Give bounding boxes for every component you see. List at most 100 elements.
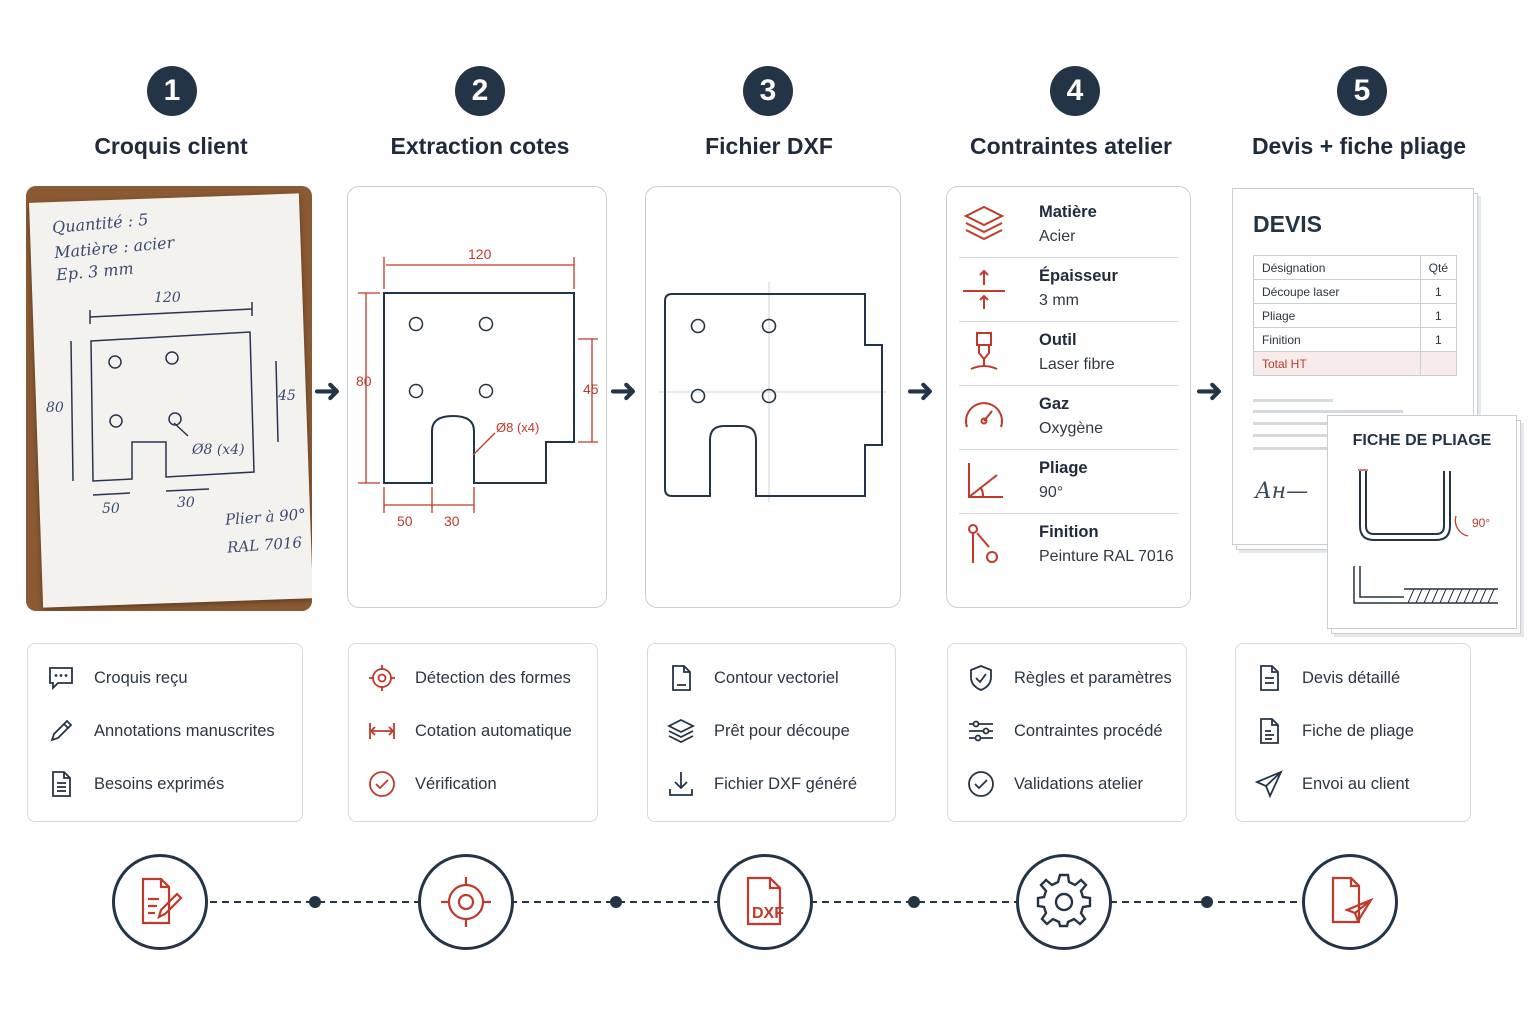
extraction-hole-note: Ø8 (x4) bbox=[496, 420, 540, 435]
feature-label: Détection des formes bbox=[415, 668, 571, 687]
features-card-4: Règles et paramètres Contraintes procédé… bbox=[947, 643, 1187, 822]
constraint-bending: Pliage 90° bbox=[959, 449, 1178, 511]
sketch-dim-45: 45 bbox=[278, 388, 296, 404]
check-circle-icon bbox=[369, 771, 395, 797]
sketch-drawing bbox=[70, 302, 279, 496]
feature-item: Prêt pour découpe bbox=[666, 713, 850, 749]
dxf-label: DXF bbox=[752, 905, 784, 922]
sketch-dim-80: 80 bbox=[46, 400, 64, 416]
constraint-value: Oxygène bbox=[1039, 419, 1104, 437]
step-3-title: Fichier DXF bbox=[705, 133, 833, 159]
target-icon bbox=[441, 877, 491, 927]
feature-label: Devis détaillé bbox=[1302, 668, 1401, 687]
bend-angle-icon bbox=[968, 463, 1003, 498]
step-5-title: Devis + fiche pliage bbox=[1251, 133, 1467, 159]
feature-item: Validations atelier bbox=[966, 766, 1143, 802]
feature-item: Contraintes procédé bbox=[966, 713, 1163, 749]
dxf-file-icon bbox=[746, 876, 782, 926]
dimension-icon bbox=[369, 723, 395, 739]
feature-item: Croquis reçu bbox=[46, 660, 188, 696]
feature-label: Annotations manuscrites bbox=[94, 721, 275, 740]
extraction-dim-45: 45 bbox=[583, 381, 599, 397]
feature-label: Fiche de pliage bbox=[1302, 721, 1414, 740]
quote-title: DEVIS bbox=[1253, 211, 1323, 237]
feature-label: Règles et paramètres bbox=[1014, 668, 1172, 687]
layers-icon bbox=[963, 205, 1005, 241]
feature-item: Détection des formes bbox=[367, 660, 571, 696]
gear-icon bbox=[1036, 873, 1092, 928]
flow-arrow-icon: ➜ bbox=[906, 372, 935, 410]
sliders-icon bbox=[969, 720, 993, 742]
extraction-dim-120: 120 bbox=[468, 246, 492, 262]
constraint-value: 90° bbox=[1039, 483, 1064, 501]
bend-profile-drawing bbox=[1353, 469, 1498, 604]
constraint-label: Épaisseur bbox=[1039, 266, 1118, 285]
feature-label: Fichier DXF généré bbox=[714, 774, 858, 793]
timeline-extraction-node bbox=[418, 854, 514, 950]
text-line bbox=[1253, 447, 1363, 450]
timeline-constraints-node bbox=[1016, 854, 1112, 950]
pencil-icon bbox=[50, 719, 73, 742]
feature-item: Fichier DXF généré bbox=[666, 766, 857, 802]
signature: Ан— bbox=[1255, 479, 1309, 504]
feature-label: Validations atelier bbox=[1014, 774, 1144, 793]
document-icon bbox=[52, 771, 71, 797]
feature-item: Vérification bbox=[367, 766, 497, 802]
features-card-3: Contour vectoriel Prêt pour découpe Fich… bbox=[647, 643, 896, 822]
constraint-label: Pliage bbox=[1039, 458, 1088, 477]
quote-header-designation: Désignation bbox=[1253, 255, 1421, 280]
constraint-label: Matière bbox=[1039, 202, 1097, 221]
constraint-label: Gaz bbox=[1039, 394, 1070, 413]
step-2-badge: 2 bbox=[455, 66, 505, 116]
shield-check-icon bbox=[970, 665, 992, 691]
bend-sheet-title: FICHE DE PLIAGE bbox=[1352, 432, 1492, 449]
feature-label: Prêt pour découpe bbox=[714, 721, 850, 740]
layers-icon bbox=[666, 718, 696, 744]
quote-cell: Pliage bbox=[1253, 303, 1421, 328]
constraint-label: Finition bbox=[1039, 522, 1099, 541]
timeline-dxf-node: DXF bbox=[717, 854, 813, 950]
divider bbox=[959, 513, 1178, 514]
step-2-title: Extraction cotes bbox=[390, 133, 570, 159]
flow-arrow-icon: ➜ bbox=[313, 372, 342, 410]
dxf-card bbox=[645, 186, 901, 608]
feature-item: Annotations manuscrites bbox=[46, 713, 275, 749]
features-card-5: Devis détaillé Fiche de pliage Envoi au … bbox=[1235, 643, 1471, 822]
constraint-thickness: Épaisseur 3 mm bbox=[959, 257, 1178, 319]
quote-cell: 1 bbox=[1419, 279, 1458, 304]
constraint-value: Laser fibre bbox=[1039, 355, 1115, 373]
send-icon bbox=[1254, 770, 1283, 799]
timeline-sketch-node bbox=[112, 854, 208, 950]
extraction-drawing bbox=[358, 257, 598, 513]
gauge-icon bbox=[965, 402, 1003, 428]
feature-label: Vérification bbox=[415, 774, 497, 793]
divider bbox=[959, 257, 1178, 258]
chat-bubble-icon bbox=[49, 667, 73, 691]
step-1-badge: 1 bbox=[147, 66, 197, 116]
edit-document-icon bbox=[141, 877, 183, 925]
feature-label: Envoi au client bbox=[1302, 774, 1410, 793]
constraint-value: 3 mm bbox=[1039, 291, 1079, 309]
feature-item: Fiche de pliage bbox=[1254, 713, 1414, 749]
extraction-dim-30: 30 bbox=[444, 513, 460, 529]
feature-item: Envoi au client bbox=[1254, 766, 1409, 802]
document-lines-icon bbox=[1260, 718, 1279, 744]
constraint-label: Outil bbox=[1039, 330, 1077, 349]
divider bbox=[959, 321, 1178, 322]
text-line bbox=[1253, 399, 1333, 402]
constraint-value: Peinture RAL 7016 bbox=[1039, 547, 1174, 565]
flow-arrow-icon: ➜ bbox=[609, 372, 638, 410]
document-icon bbox=[1260, 665, 1279, 691]
quote-total: Total HT bbox=[1253, 351, 1421, 376]
feature-label: Cotation automatique bbox=[415, 721, 572, 740]
dxf-drawing bbox=[658, 282, 886, 502]
quote-cell: Découpe laser bbox=[1253, 279, 1421, 304]
quote-cell: 1 bbox=[1419, 303, 1458, 328]
feature-item: Besoins exprimés bbox=[46, 766, 224, 802]
